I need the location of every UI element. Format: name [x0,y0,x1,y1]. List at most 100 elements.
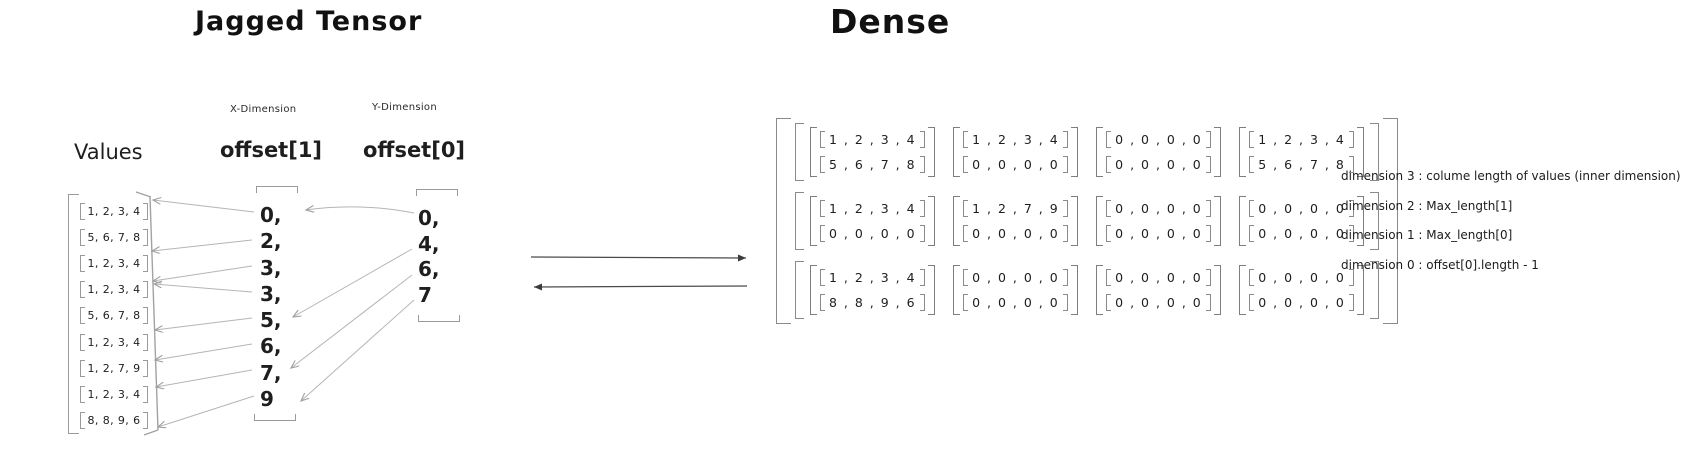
matrix-row-text: 0 , 0 , 0 , 0 [1258,201,1346,216]
matrix-right-bracket [1357,196,1365,246]
right-bracket [1063,294,1069,311]
conversion-arrows [530,254,748,291]
matrix-row-text: 5 , 6 , 7 , 8 [1258,157,1346,172]
matrix-row-text: 0 , 0 , 0 , 0 [1115,270,1203,285]
values-row: 1, 2, 3, 4 [80,277,148,303]
matrix-row: 0 , 0 , 0 , 0 [1249,200,1355,217]
matrix-row: 5 , 6 , 7 , 8 [820,156,926,173]
left-bracket [963,294,969,311]
dense-matrix: 1 , 2 , 3 , 4 8 , 8 , 9 , 6 [810,265,936,315]
left-bracket [80,307,85,325]
values-row: 1, 2, 3, 4 [80,329,148,355]
right-bracket [920,200,926,217]
left-bracket [820,131,825,148]
matrix-row: 1 , 2 , 3 , 4 [820,131,926,148]
matrix-row-text: 8 , 8 , 9 , 6 [829,295,917,310]
left-bracket [1249,225,1255,242]
offset1-value: 3, [260,255,282,280]
matrix-right-bracket [1357,127,1365,177]
matrix-row-text: 0 , 0 , 0 , 0 [972,226,1060,241]
row-right-bracket [1370,261,1380,319]
left-bracket [820,294,825,311]
values-row-text: 5, 6, 7, 8 [87,309,141,323]
left-bracket [963,200,969,217]
right-bracket [920,131,926,148]
right-bracket [1349,156,1355,173]
right-bracket [142,412,148,430]
offset0-column-label: offset[0] [363,138,466,162]
matrix-row-text: 0 , 0 , 0 , 0 [972,295,1060,310]
dense-matrix: 0 , 0 , 0 , 0 0 , 0 , 0 , 0 [953,265,1079,315]
left-bracket [1106,225,1112,242]
matrix-row-text: 0 , 0 , 0 , 0 [1258,270,1346,285]
matrix-left-bracket [1239,127,1247,177]
offset1-value: 3, [260,281,282,306]
right-bracket [1349,225,1355,242]
right-bracket [142,202,148,220]
matrix-row: 5 , 6 , 7 , 8 [1249,156,1355,173]
matrix-left-bracket [953,127,961,177]
matrix-row-text: 0 , 0 , 0 , 0 [1115,295,1203,310]
offset0-value: 7 [418,282,432,307]
matrix-row: 1 , 2 , 3 , 4 [820,200,926,217]
right-bracket [142,333,148,351]
right-bracket [1206,156,1212,173]
matrix-row-text: 1 , 2 , 3 , 4 [972,132,1060,147]
left-bracket [820,225,825,242]
matrix-row: 0 , 0 , 0 , 0 [1106,131,1212,148]
dense-tensor: 1 , 2 , 3 , 4 5 , 6 , 7 , 8 1 , 2 , 3 , … [776,118,1399,324]
matrix-left-bracket [810,196,817,246]
right-bracket [142,359,148,377]
matrix-row-text: 1 , 2 , 3 , 4 [829,270,917,285]
row-right-bracket [1370,123,1380,181]
offset1-value: 7, [260,360,282,385]
right-bracket [920,269,926,286]
values-row-text: 1, 2, 3, 4 [87,204,141,218]
matrix-row: 0 , 0 , 0 , 0 [1249,269,1355,286]
dense-batch-row: 1 , 2 , 3 , 4 5 , 6 , 7 , 8 1 , 2 , 3 , … [795,123,1380,181]
matrix-right-bracket [928,127,936,177]
matrix-left-bracket [1239,265,1247,315]
jagged-to-dense-arrow [530,254,747,262]
right-bracket [920,225,926,242]
matrix-row: 1 , 2 , 7 , 9 [963,200,1069,217]
matrix-row-text: 0 , 0 , 0 , 0 [972,270,1060,285]
dense-batch-row: 1 , 2 , 3 , 4 8 , 8 , 9 , 6 0 , 0 , 0 , … [795,261,1380,319]
matrix-row: 0 , 0 , 0 , 0 [963,294,1069,311]
matrix-left-bracket [953,196,961,246]
offset1-column-label: offset[1] [220,138,323,162]
left-bracket [80,412,85,430]
matrix-row: 1 , 2 , 3 , 4 [820,269,926,286]
offset1-value: 0, [260,203,282,227]
values-row: 5, 6, 7, 8 [80,303,148,329]
matrix-row-text: 5 , 6 , 7 , 8 [829,157,917,172]
right-bracket [1349,294,1355,311]
matrix-left-bracket [1096,127,1104,177]
matrix-row: 1 , 2 , 3 , 4 [1249,131,1355,148]
offset0-value: 0, [418,206,440,230]
values-row-text: 8, 8, 9, 6 [87,414,141,428]
right-bracket [1206,225,1212,242]
left-bracket [1106,131,1112,148]
values-row: 1, 2, 3, 4 [80,381,148,407]
offset1-bottom-bracket [254,414,296,421]
matrix-left-bracket [810,265,817,315]
values-list: 1, 2, 3, 4 5, 6, 7, 8 1, 2, 3, 4 1, 2, 3… [80,198,148,434]
offset0-values: 0, 4, 6, 7 [418,206,440,308]
left-bracket [1106,156,1112,173]
right-bracket [1206,294,1212,311]
left-bracket [1249,200,1255,217]
left-bracket [963,269,969,286]
left-bracket [1106,269,1112,286]
row-left-bracket [795,261,804,319]
dimension-annotations: dimension 3 : colume length of values (i… [1341,162,1681,281]
matrix-right-bracket [1214,265,1222,315]
left-bracket [1106,294,1112,311]
dense-matrix: 0 , 0 , 0 , 0 0 , 0 , 0 , 0 [1096,265,1222,315]
matrix-row-text: 0 , 0 , 0 , 0 [1115,157,1203,172]
dense-matrix: 0 , 0 , 0 , 0 0 , 0 , 0 , 0 [1239,196,1365,246]
offset1-top-bracket [256,186,298,193]
dense-matrix: 1 , 2 , 7 , 9 0 , 0 , 0 , 0 [953,196,1079,246]
matrix-right-bracket [1071,127,1079,177]
matrix-row: 0 , 0 , 0 , 0 [963,156,1069,173]
